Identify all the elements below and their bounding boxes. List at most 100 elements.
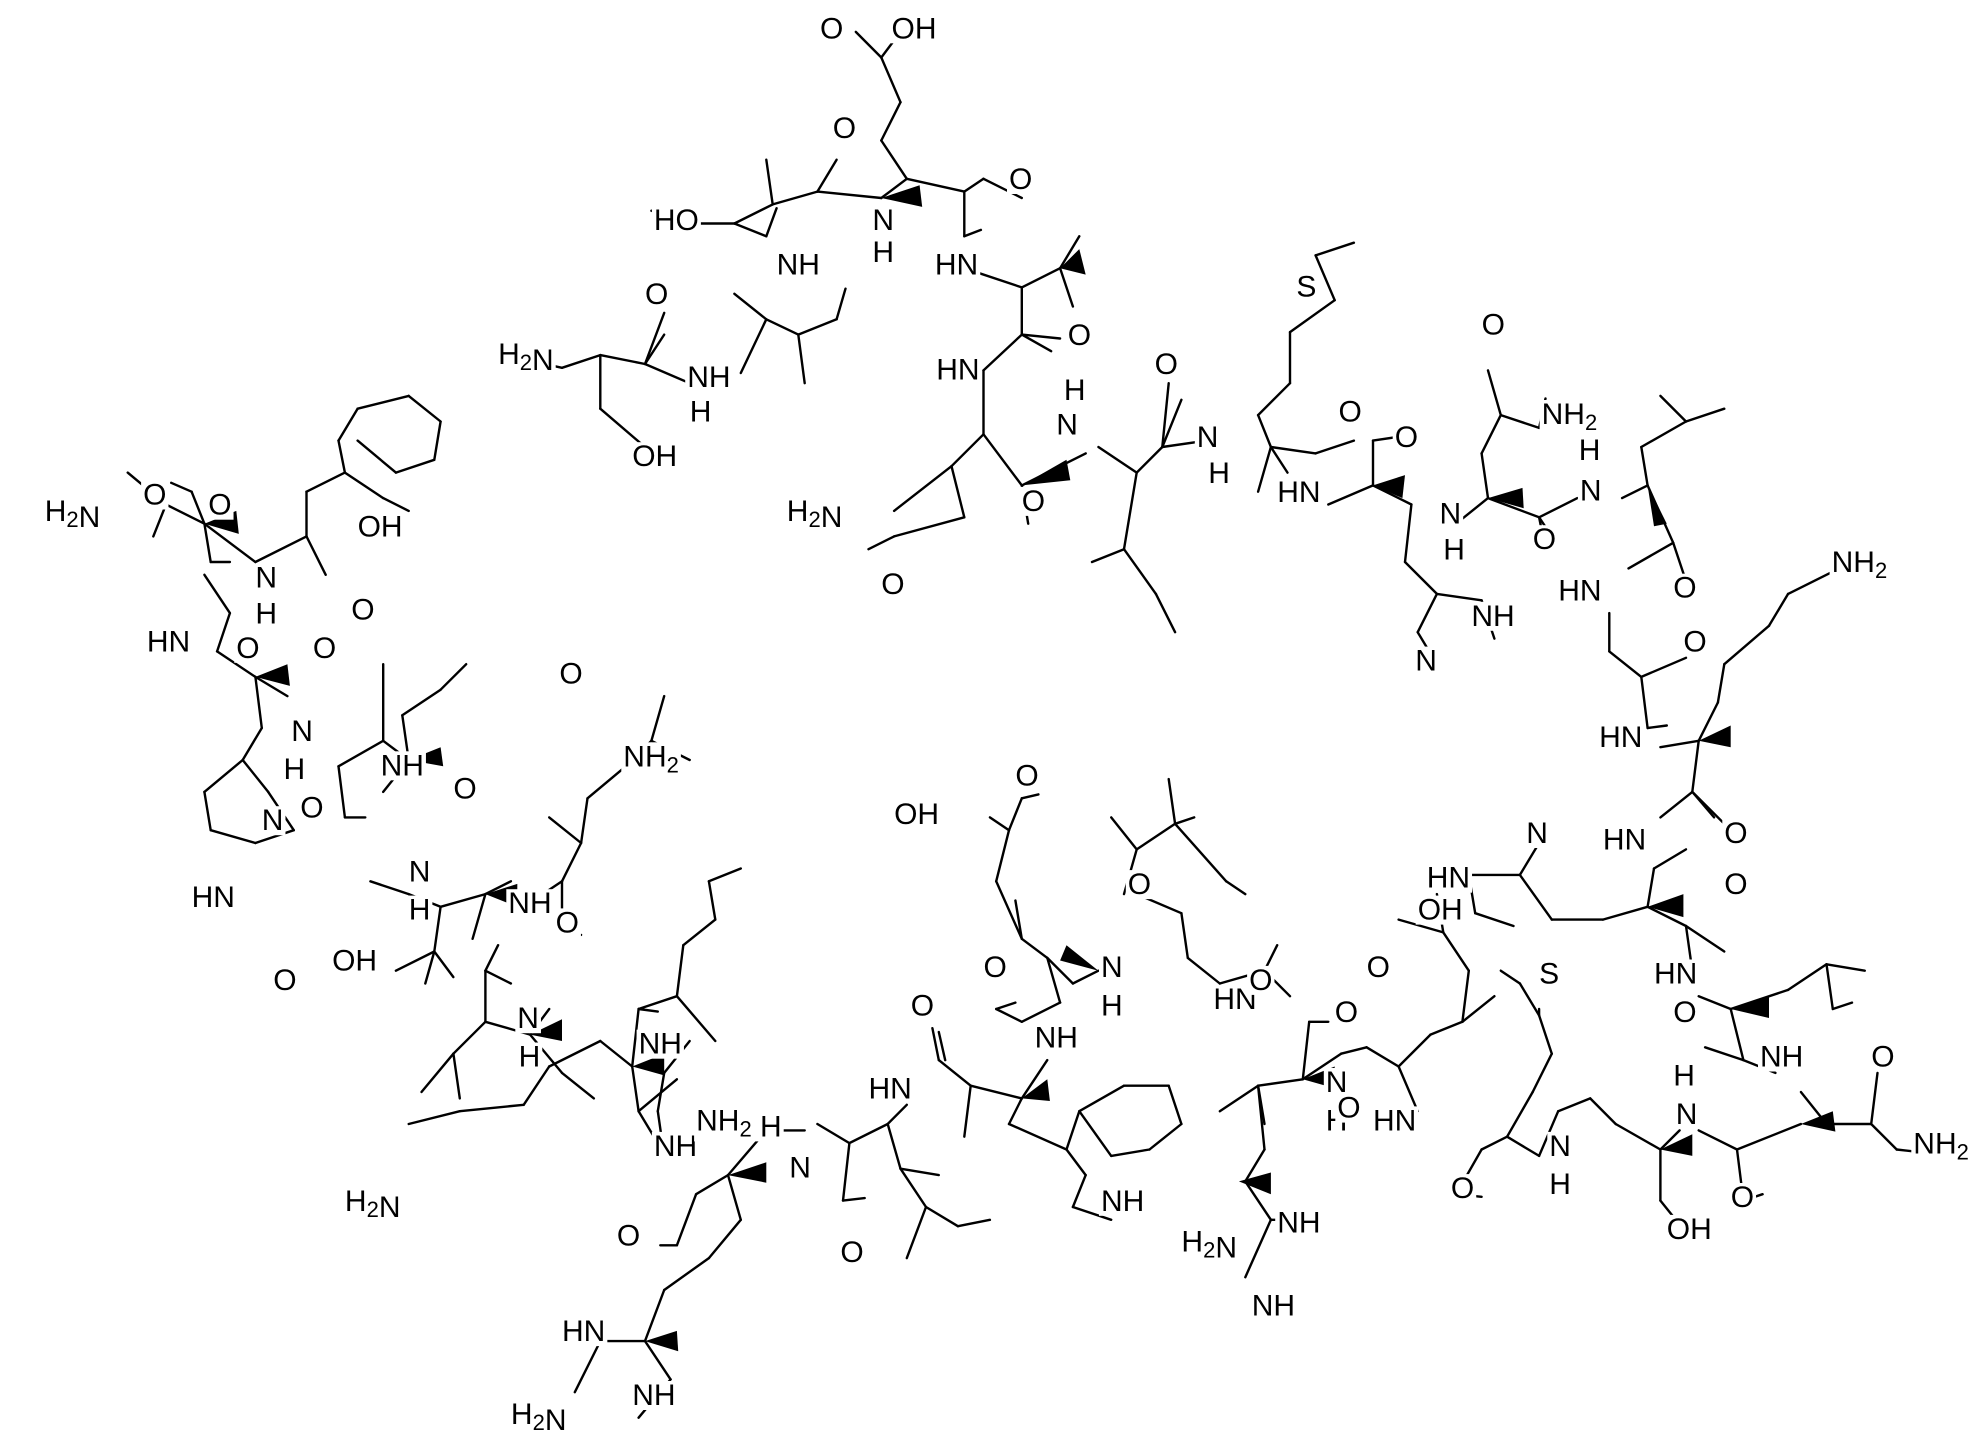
bond: [1609, 651, 1641, 677]
bond: [1622, 485, 1648, 498]
bond: [901, 1169, 927, 1207]
bond: [549, 1041, 600, 1067]
atom-label-hn: HN: [1603, 823, 1646, 856]
atom-label-o: O: [1673, 572, 1696, 605]
bond: [1169, 1086, 1182, 1124]
atom-label-nh: NH: [632, 1379, 675, 1412]
double-bond: [964, 230, 981, 236]
bond: [1258, 383, 1290, 415]
bond: [926, 1207, 958, 1226]
bond: [1226, 881, 1245, 894]
bond: [1220, 1086, 1258, 1112]
bond: [217, 613, 230, 651]
bond: [402, 690, 440, 716]
bond: [1501, 415, 1539, 428]
atom-label-hn: HN: [147, 625, 190, 658]
atom-label-o: O: [1339, 396, 1362, 429]
bond: [1871, 1124, 1897, 1150]
bond: [817, 1124, 849, 1143]
bond: [664, 1258, 709, 1290]
bond: [339, 441, 345, 473]
double-bond: [1175, 817, 1194, 823]
bond: [964, 179, 983, 192]
bond: [1641, 658, 1686, 677]
atom-label-h: H: [1064, 374, 1086, 407]
bond: [383, 498, 409, 511]
bond: [894, 517, 964, 536]
bond: [575, 1341, 601, 1392]
bond: [1009, 1098, 1022, 1124]
bond: [211, 830, 256, 843]
atom-label-oh: OH: [358, 510, 403, 543]
bond: [1258, 415, 1271, 447]
bond: [1079, 1086, 1124, 1112]
bond: [1098, 447, 1136, 473]
bond: [1641, 447, 1647, 485]
atom-label-o: O: [556, 906, 579, 939]
bond: [856, 32, 882, 58]
atom-label-h: H: [255, 597, 277, 630]
bond: [1367, 1047, 1399, 1066]
atom-label-n: N: [1197, 421, 1219, 454]
atom-label-nh: NH: [687, 361, 730, 394]
bond: [204, 524, 210, 562]
bond: [996, 830, 1009, 881]
bond: [1769, 594, 1788, 626]
atom-label-n: N: [872, 204, 894, 237]
atom-label-n: N: [1526, 817, 1548, 850]
bond: [1022, 268, 1060, 287]
bond: [339, 766, 345, 817]
bond: [984, 434, 1022, 485]
bond: [1175, 824, 1226, 882]
bond: [1648, 869, 1654, 907]
bond: [1616, 1124, 1661, 1150]
bond: [600, 355, 645, 364]
stereo-wedge: [255, 664, 290, 686]
bond: [581, 798, 587, 843]
atom-label-o: O: [1731, 1181, 1754, 1214]
atom-label-o: O: [1451, 1172, 1474, 1205]
atom-label-n: N: [1415, 645, 1437, 678]
bond: [1111, 817, 1137, 849]
atom-label-n: N: [1549, 1130, 1571, 1163]
bond: [1539, 498, 1577, 517]
bond: [843, 1143, 849, 1201]
bond: [1699, 996, 1731, 1009]
bond: [453, 1054, 459, 1099]
atom-label-s: S: [1296, 270, 1316, 303]
bond: [881, 58, 900, 103]
bond: [1705, 1047, 1743, 1060]
bond: [409, 396, 441, 422]
bond: [1431, 1022, 1463, 1035]
bond: [1405, 505, 1411, 563]
bond: [683, 920, 715, 946]
double-bond: [939, 1032, 945, 1060]
atom-label-o: O: [313, 632, 336, 665]
bond: [1073, 971, 1099, 984]
atom-label-o: O: [453, 772, 476, 805]
bond: [1488, 370, 1501, 415]
atom-label-hn: HN: [935, 249, 978, 282]
double-bond: [1692, 792, 1714, 818]
atom-label-hn: HN: [1654, 958, 1697, 991]
atom-label-h: H: [519, 1041, 541, 1074]
atom-label-hn: HN: [869, 1072, 912, 1105]
bond: [1699, 1130, 1737, 1149]
atom-label-n: N: [262, 804, 284, 837]
bond: [1156, 594, 1175, 632]
bond: [1686, 926, 1724, 952]
bond: [1462, 971, 1468, 1022]
atom-label-nh: NH: [639, 1028, 682, 1061]
bond: [1507, 1137, 1539, 1156]
bond: [204, 792, 210, 830]
double-bond: [996, 1003, 1015, 1009]
bond: [952, 466, 965, 517]
atom-label-hn: HN: [1373, 1104, 1416, 1137]
atom-label-o: O: [559, 657, 582, 690]
bond: [1399, 1035, 1431, 1067]
bond: [1245, 1220, 1271, 1277]
atom-label-o: O: [1068, 319, 1091, 352]
bond: [434, 907, 440, 952]
atom-label-o: O: [1155, 348, 1178, 381]
atom-label-nh: NH: [777, 249, 820, 282]
